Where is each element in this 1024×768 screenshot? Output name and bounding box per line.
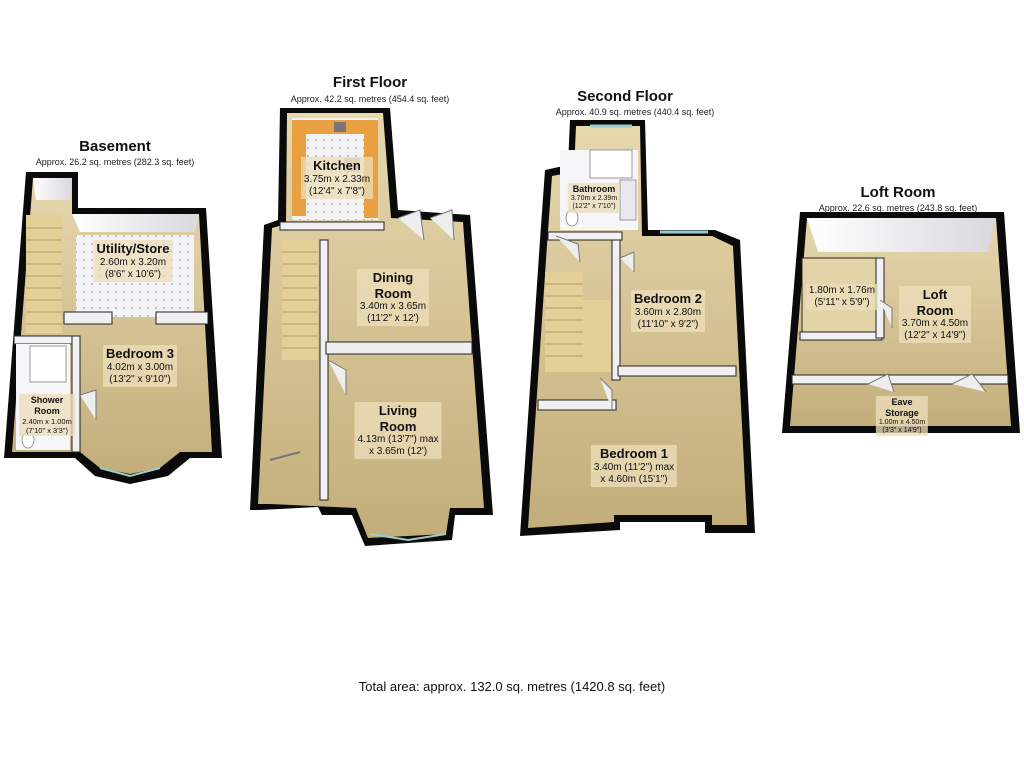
second-floor-title: Second Floor: [577, 88, 673, 105]
second-floor-area: Approx. 40.9 sq. metres (440.4 sq. feet): [555, 107, 715, 117]
total-area: Total area: approx. 132.0 sq. metres (14…: [358, 679, 666, 694]
room-label-bathroom: Bathroom 3.70m x 2.39m (12'2" x 7'10"): [567, 183, 621, 213]
basement-area: Approx. 26.2 sq. metres (282.3 sq. feet): [35, 157, 195, 167]
room-label-kitchen: Kitchen 3.75m x 2.33m (12'4" x 7'8"): [300, 157, 374, 199]
loft-title: Loft Room: [860, 184, 936, 201]
room-label-bedroom-3: Bedroom 3 4.02m x 3.00m (13'2" x 9'10"): [103, 345, 177, 387]
room-label-living-room: Living Room 4.13m (13'7") max x 3.65m (1…: [354, 402, 442, 460]
basement-title: Basement: [79, 138, 151, 155]
room-label-bedroom-2: Bedroom 2 3.60m x 2.80m (11'10" x 9'2"): [631, 290, 705, 332]
basement-plan: [4, 172, 222, 484]
room-label-dining-room: Dining Room 3.40m x 3.65m (11'2" x 12'): [356, 269, 430, 327]
second-floor-stairs: [545, 272, 611, 372]
room-label-loft-room: Loft Room 3.70m x 4.50m (12'2" x 14'9"): [898, 286, 972, 344]
room-label-shower-room: Shower Room 2.40m x 1.00m (7'10" x 3'3"): [19, 394, 75, 436]
first-floor-title: First Floor: [332, 74, 408, 91]
first-floor-area: Approx. 42.2 sq. metres (454.4 sq. feet): [290, 94, 450, 104]
room-label-bedroom-1: Bedroom 1 3.40m (11'2") max x 4.60m (15'…: [590, 445, 678, 487]
first-floor-stairs: [282, 240, 318, 360]
room-label-loft-small-room: 1.80m x 1.76m (5'11" x 5'9"): [805, 284, 879, 310]
loft-area: Approx. 22.6 sq. metres (243.8 sq. feet): [818, 203, 978, 213]
basement-stairs: [26, 215, 62, 333]
room-label-eave-storage: Eave Storage 1.00m x 4.50m (3'3" x 14'9"…: [875, 396, 929, 437]
room-label-utility-store: Utility/Store 2.60m x 3.20m (8'6" x 10'6…: [93, 240, 173, 282]
